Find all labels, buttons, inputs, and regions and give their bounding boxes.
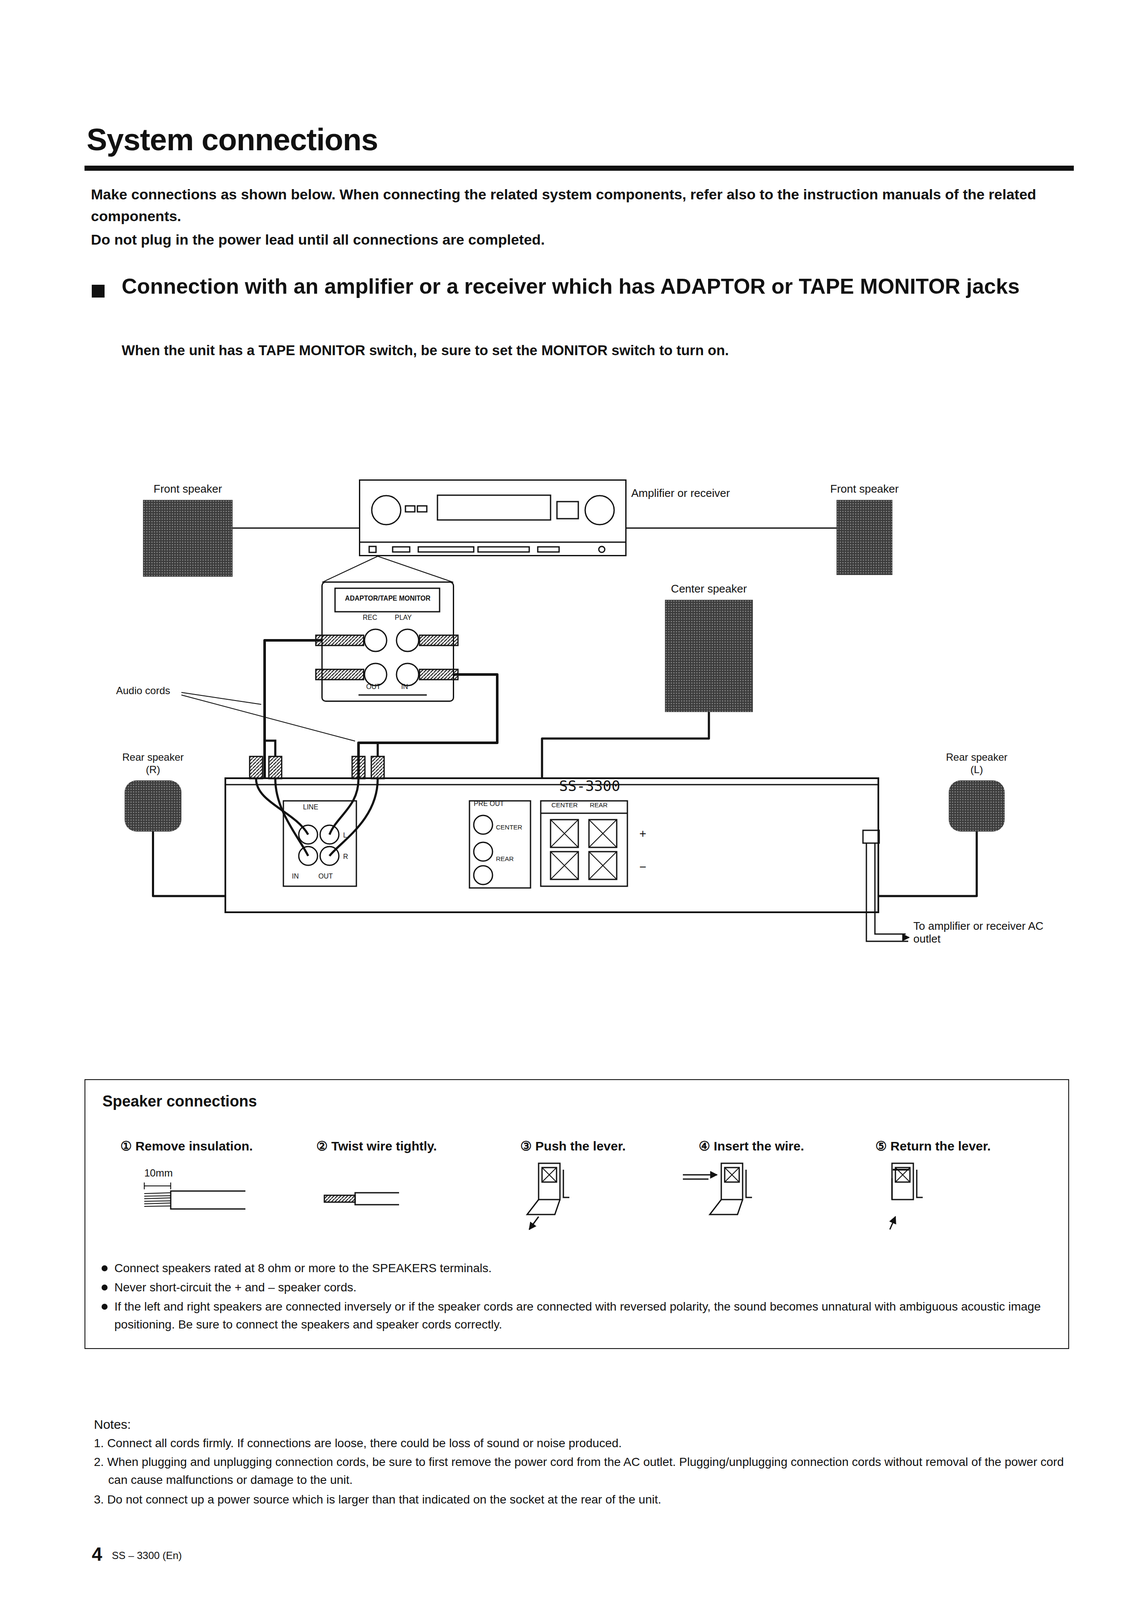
speaker: Rear speaker (R) — [124, 780, 182, 832]
cable-group — [879, 831, 977, 896]
page-title: System connections — [86, 122, 378, 158]
rca-plugs — [249, 756, 385, 779]
step-label: ⑤ Return the lever. — [875, 1136, 991, 1156]
bullet-text: Connect speakers rated at 8 ohm or more … — [114, 1259, 1060, 1277]
amplifier-front — [358, 495, 627, 553]
page-number: 4 — [91, 1539, 103, 1569]
jack-label: IN — [401, 682, 409, 691]
jack-label: IN — [291, 872, 299, 881]
cable-group — [232, 527, 359, 529]
ss3300-rear-panel — [224, 784, 880, 888]
node-label: Front speaker — [830, 482, 899, 496]
jack-label: OUT — [366, 682, 381, 691]
jack-panel: ADAPTOR/TAPE MONITOR — [321, 581, 455, 702]
jack-label: REC — [362, 613, 378, 622]
cable — [879, 831, 977, 896]
cable — [264, 640, 322, 778]
jack-label: CENTER — [551, 801, 578, 809]
rule — [84, 165, 1074, 171]
cable-group — [264, 640, 322, 778]
node-label: Front speaker — [153, 482, 222, 496]
amplifier: Amplifier or receiver — [358, 479, 627, 557]
heading-bullet — [91, 284, 105, 298]
jack-label: PRE OUT — [473, 799, 505, 808]
tape-monitor-jacks — [315, 588, 458, 695]
ss3300-unit: SS-3300 — [224, 777, 880, 913]
cable-group — [626, 527, 837, 529]
intro-text: Do not plug in the power lead until all … — [90, 228, 546, 251]
step-label: ① Remove insulation. — [120, 1136, 253, 1156]
speaker: Front speaker — [836, 499, 893, 575]
step-label: ③ Push the lever. — [520, 1136, 626, 1156]
note-text: 3. Do not connect up a power source whic… — [93, 1490, 1078, 1509]
bullet-text: If the left and right speakers are conne… — [114, 1297, 1060, 1334]
note-text: 2. When plugging and unplugging connecti… — [93, 1452, 1078, 1489]
cable — [358, 674, 498, 778]
leader-lines — [181, 692, 356, 741]
jack-label: REAR — [589, 801, 608, 809]
speaker: Center speaker — [664, 599, 753, 712]
jack-label: R — [343, 852, 349, 861]
cable-group — [358, 674, 498, 778]
note-text: 1. Connect all cords firmly. If connecti… — [93, 1434, 1078, 1452]
node-label: ADAPTOR/TAPE MONITOR — [322, 594, 453, 603]
node-label: Center speaker — [670, 582, 747, 596]
cable — [232, 527, 359, 529]
step-label: ② Twist wire tightly. — [316, 1136, 438, 1156]
jack-label: OUT — [318, 872, 333, 881]
jack-label: LINE — [303, 803, 319, 811]
dimension: 10mm — [144, 1165, 173, 1181]
step-icons — [144, 1163, 923, 1230]
intro-text: When the unit has a TAPE MONITOR switch,… — [121, 339, 729, 362]
speaker: Front speaker — [142, 499, 233, 577]
jack-label: − — [639, 857, 647, 876]
node-label: Rear speaker (L) — [940, 751, 1014, 776]
cable-group — [542, 711, 709, 778]
bullet-text: Never short-circuit the + and – speaker … — [114, 1278, 1060, 1297]
speaker: Rear speaker (L) — [948, 780, 1005, 832]
intro-text: Make connections as shown below. When co… — [90, 183, 1086, 228]
intro-text: Connection with an amplifier or a receiv… — [121, 273, 1061, 301]
jack-label: REAR — [495, 855, 514, 863]
zoom-lines — [322, 556, 454, 583]
power-cord — [862, 830, 910, 942]
bullets — [101, 1265, 108, 1310]
note-text: Notes: — [93, 1414, 132, 1434]
node-label: Amplifier or receiver — [631, 486, 730, 500]
cable — [153, 831, 225, 896]
cord-label: Audio cords — [116, 682, 171, 699]
footer: SS – 3300 (En) — [111, 1547, 182, 1563]
jack-label: + — [639, 824, 647, 843]
node-label: Rear speaker (R) — [116, 751, 190, 776]
jack-label: L — [343, 831, 347, 840]
jack-label: PLAY — [394, 613, 412, 622]
cable — [626, 527, 837, 529]
terminal-grid — [550, 819, 617, 880]
cable — [542, 711, 709, 778]
cord-label: To amplifier or receiver AC outlet — [913, 919, 1055, 946]
jack-label: CENTER — [495, 823, 523, 831]
cable-group — [153, 831, 225, 896]
node-label: SS-3300 — [559, 777, 621, 795]
node-label: Speaker connections — [102, 1091, 257, 1111]
step-label: ④ Insert the wire. — [698, 1136, 805, 1156]
